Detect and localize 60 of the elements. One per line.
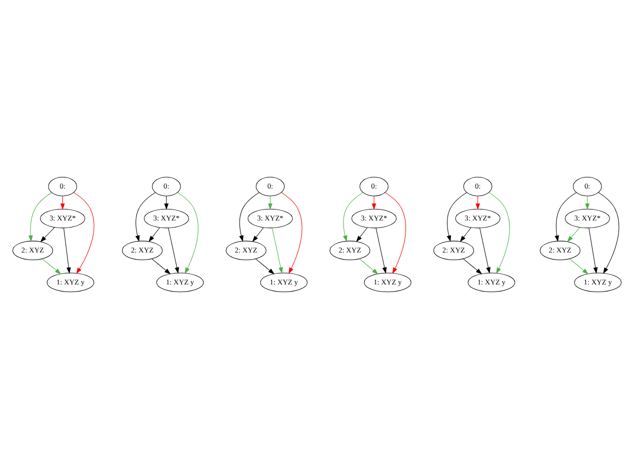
arrow [42, 258, 62, 274]
node-ellipse: 1: XYZ y [46, 272, 94, 292]
arrow [135, 192, 156, 242]
node-ellipse: 1: XYZ y [156, 272, 204, 292]
arrow [384, 192, 406, 274]
node-ellipse: 1: XYZ y [364, 272, 412, 292]
node-ellipse: 0: [360, 176, 388, 196]
arrow [342, 192, 364, 242]
arrow [268, 195, 272, 210]
arrow [476, 195, 480, 210]
arrow [40, 226, 55, 242]
arrow [446, 192, 468, 242]
arrow [272, 227, 283, 274]
arrow [598, 192, 620, 274]
arrow [73, 192, 94, 274]
node-ellipse: 0: [463, 176, 492, 196]
node-ellipse: 0: [152, 176, 181, 196]
node-ellipse: 2: XYZ [122, 240, 163, 260]
node-ellipse: 1: XYZ y [574, 272, 622, 292]
node-ellipse: 2: XYZ [433, 240, 474, 260]
arrow [255, 258, 275, 274]
arrow [239, 192, 260, 242]
arrow [554, 192, 577, 242]
node-ellipse: 3: XYZ* [40, 208, 86, 228]
node-ellipse: 2: XYZ [330, 240, 370, 260]
arrow [569, 258, 589, 274]
node-ellipse: 2: XYZ [12, 240, 54, 260]
arrow [359, 258, 378, 274]
node-ellipse: 3: XYZ* [455, 208, 500, 228]
arrow [460, 226, 472, 242]
node-ellipse: 2: XYZ [540, 240, 580, 260]
node-ellipse: 1: XYZ y [468, 272, 516, 292]
arrow [488, 192, 510, 274]
arrow [60, 195, 65, 210]
node-ellipse: 0: [48, 176, 78, 196]
node-ellipse: 1: XYZ y [260, 272, 308, 292]
arrow [567, 226, 580, 242]
arrow [462, 258, 482, 274]
arrow [585, 195, 590, 210]
node-ellipse: 3: XYZ* [351, 208, 397, 228]
arrow [280, 192, 302, 274]
node-ellipse: 3: XYZ* [144, 208, 189, 228]
arrow [376, 227, 387, 274]
arrow [356, 226, 368, 242]
arrow [148, 226, 160, 242]
arrow [252, 226, 264, 242]
arrow [63, 227, 71, 274]
arrow [177, 192, 198, 274]
arrow [164, 195, 169, 210]
node-ellipse: 0: [256, 176, 285, 196]
arrow [152, 258, 171, 274]
arrow [28, 192, 52, 242]
node-ellipse: 2: XYZ [226, 240, 266, 260]
node-ellipse: 0: [572, 176, 602, 196]
arrow [372, 195, 376, 210]
arrow [588, 227, 598, 274]
node-ellipse: 3: XYZ* [248, 208, 293, 228]
node-ellipse: 3: XYZ* [564, 208, 610, 228]
arrow [168, 227, 180, 274]
arrow [479, 227, 490, 274]
